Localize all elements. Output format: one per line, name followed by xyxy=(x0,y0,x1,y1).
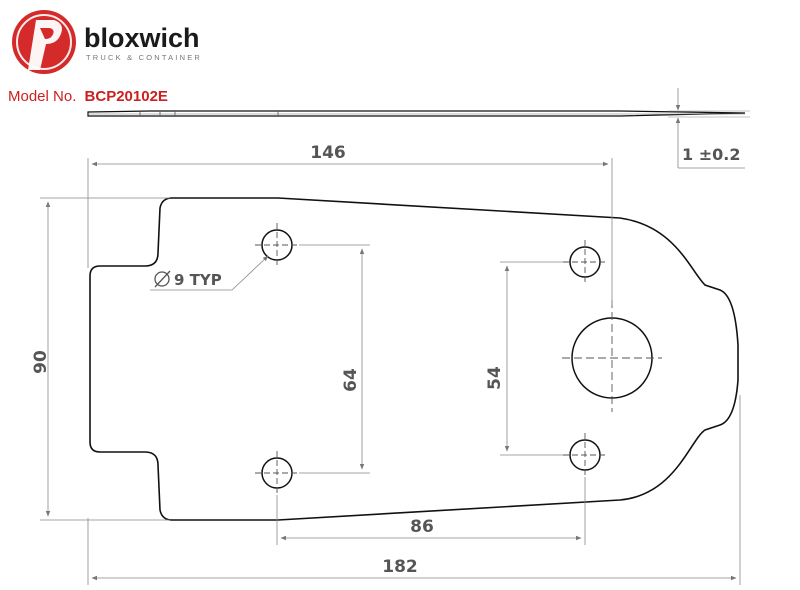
dim-right-hole-spacing-label: 54 xyxy=(485,366,505,390)
brand-name: bloxwich xyxy=(84,23,200,53)
dim-hole-offset: 86 xyxy=(276,477,586,545)
dim-overall-length-label: 182 xyxy=(382,557,418,577)
model-number: Model No. BCP20102E xyxy=(8,88,168,105)
hole-bottom-right xyxy=(563,433,607,477)
hole-top-right xyxy=(563,240,607,284)
hole-callout: 9 TYP xyxy=(150,255,269,291)
brand-logo: bloxwich TRUCK & CONTAINER xyxy=(12,10,202,74)
dim-height-label: 90 xyxy=(31,350,51,374)
hole-bottom-left xyxy=(255,451,299,495)
center-bore xyxy=(562,300,662,412)
brand-tagline: TRUCK & CONTAINER xyxy=(86,53,202,62)
dim-hole-span-label: 146 xyxy=(310,143,346,163)
hole-callout-label: 9 TYP xyxy=(174,271,222,289)
dim-hole-offset-label: 86 xyxy=(410,517,434,537)
thickness-label: 1 ±0.2 xyxy=(682,145,740,164)
dim-height: 90 xyxy=(31,197,170,521)
side-view: 1 ±0.2 xyxy=(87,88,750,169)
dim-right-hole-spacing: 54 xyxy=(485,261,563,456)
dim-left-hole-spacing: 64 xyxy=(299,244,370,474)
diameter-icon xyxy=(154,270,171,288)
hole-top-left xyxy=(255,223,299,267)
model-value: BCP20102E xyxy=(85,88,168,105)
model-label: Model No. xyxy=(8,88,76,105)
dim-left-hole-spacing-label: 64 xyxy=(341,368,361,392)
dim-overall-length: 182 xyxy=(87,395,741,585)
dim-hole-span: 146 xyxy=(87,143,613,305)
plate-outline xyxy=(89,197,739,521)
